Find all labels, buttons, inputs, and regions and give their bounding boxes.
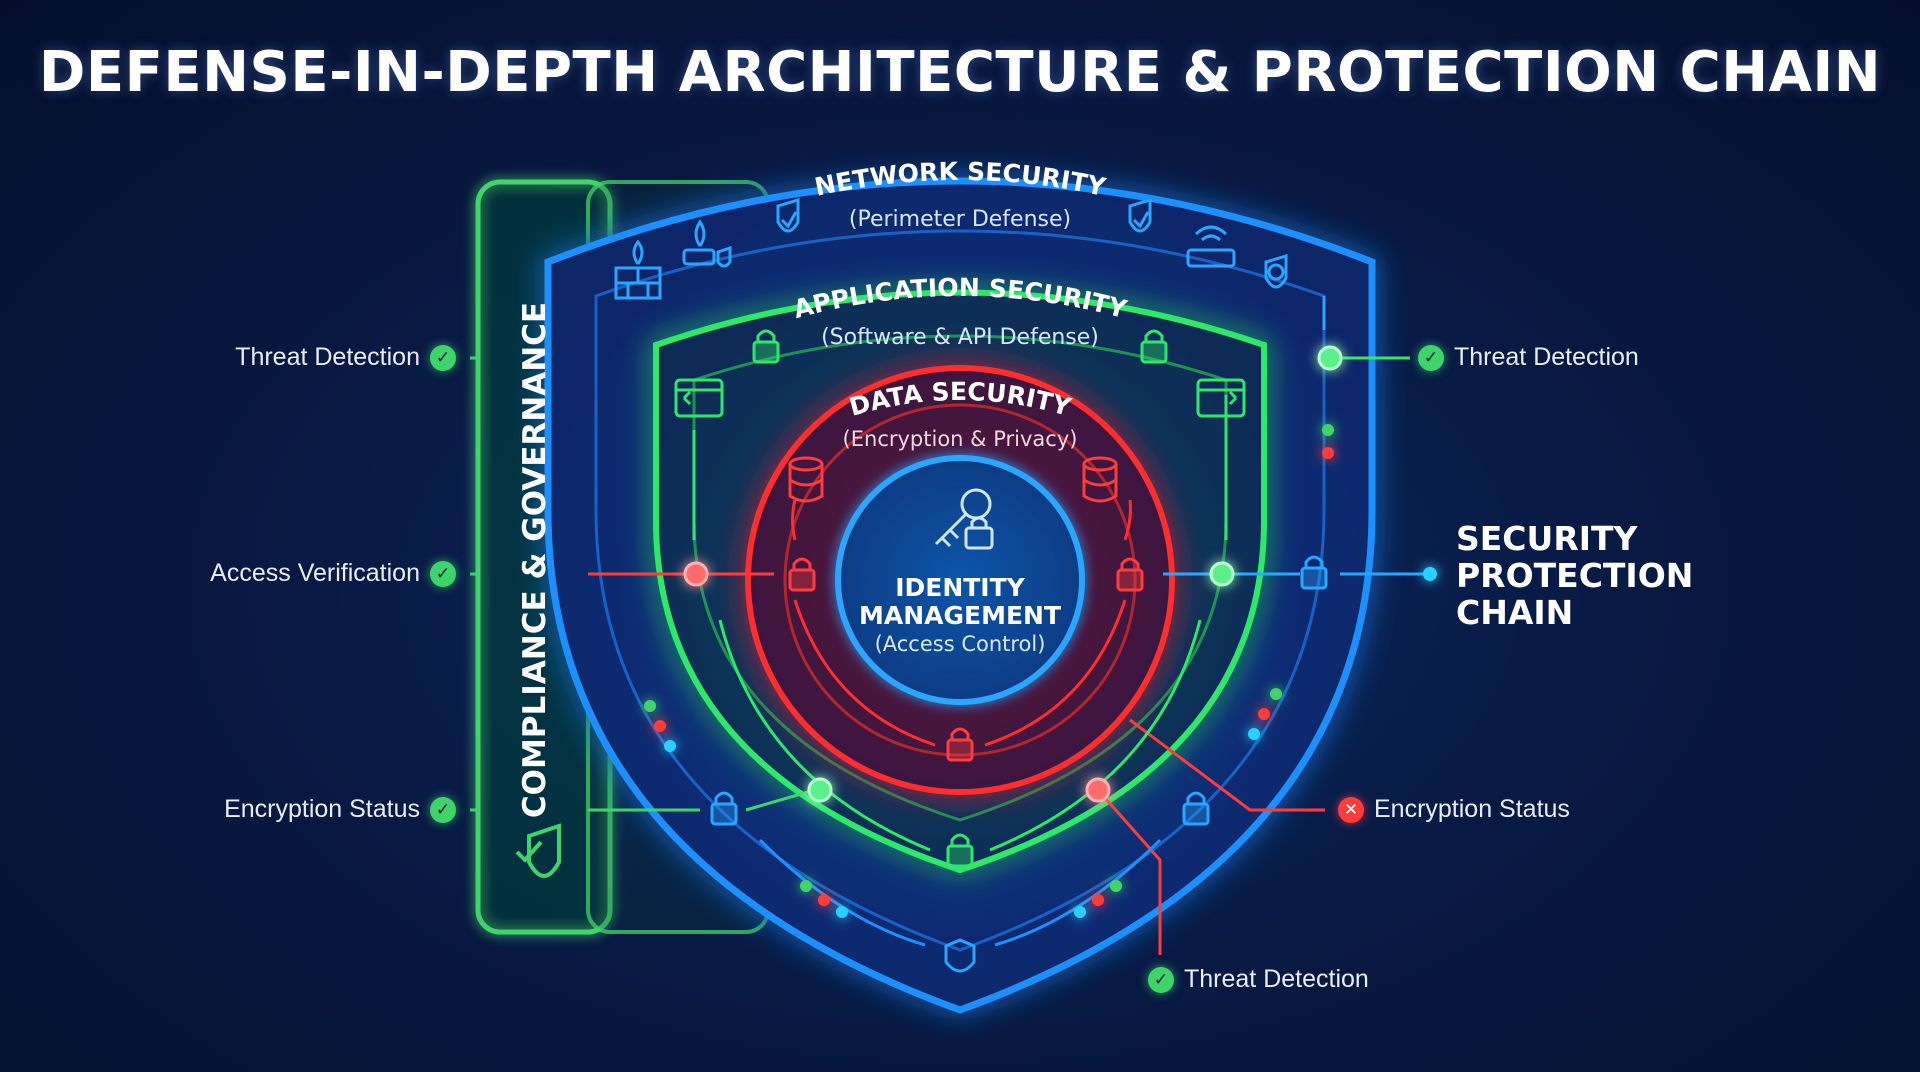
chain-dots (644, 345, 1437, 918)
globe-shield-icon (1264, 253, 1288, 289)
identity-subtitle: (Access Control) (875, 632, 1046, 656)
callout-label: Threat Detection (1454, 343, 1639, 371)
database-lock-icon (788, 456, 1118, 503)
left-callout-access-verification: Access Verification ✓ (210, 559, 456, 588)
wifi-router-icon (1186, 225, 1236, 268)
left-callout-encryption-status: Encryption Status ✓ (224, 795, 456, 824)
left-callout-threat-detection: Threat Detection ✓ (235, 343, 456, 372)
callout-label: Encryption Status (224, 795, 420, 823)
data-security-subtitle: (Encryption & Privacy) (843, 427, 1078, 451)
network-security-subtitle: (Perimeter Defense) (849, 207, 1071, 232)
chain-line-2: PROTECTION (1456, 556, 1694, 595)
page-title: DEFENSE-IN-DEPTH ARCHITECTURE & PROTECTI… (38, 40, 1882, 105)
compliance-shield-icon (515, 823, 561, 878)
code-window-icon (674, 378, 1246, 418)
right-callout-threat-detection: ✓ Threat Detection (1418, 343, 1639, 372)
flow-arrows (692, 296, 1326, 947)
identity-core (835, 455, 1085, 705)
firewall-icon (614, 239, 662, 300)
bottom-callout-threat-detection: ✓ Threat Detection (1148, 965, 1369, 994)
shield-check-icon (776, 197, 1152, 233)
callout-label: Encryption Status (1374, 795, 1570, 823)
identity-title-line2: MANAGEMENT (859, 601, 1061, 630)
chain-line-3: CHAIN (1456, 593, 1574, 632)
security-protection-chain-label: SECURITY PROTECTION CHAIN (1456, 520, 1693, 631)
check-icon: ✓ (430, 796, 456, 823)
chain-line-1: SECURITY (1456, 519, 1638, 558)
router-shield-icon (682, 219, 732, 268)
error-icon: ✕ (1338, 796, 1364, 823)
shield-icon (944, 938, 976, 973)
callout-label: Threat Detection (235, 343, 420, 371)
check-icon: ✓ (1148, 966, 1174, 993)
key-lock-icon (934, 488, 994, 550)
check-icon: ✓ (1418, 344, 1444, 371)
identity-title-line1: IDENTITY (895, 573, 1025, 602)
chain-connectors (470, 356, 1428, 955)
padlock-icon (710, 329, 1328, 868)
compliance-governance-label: COMPLIANCE & GOVERNANCE (517, 302, 553, 818)
callout-label: Threat Detection (1184, 965, 1369, 993)
callout-label: Access Verification (210, 559, 420, 587)
right-callout-encryption-status: ✕ Encryption Status (1338, 795, 1570, 824)
check-icon: ✓ (430, 344, 456, 371)
application-security-subtitle: (Software & API Defense) (821, 325, 1099, 350)
check-icon: ✓ (430, 560, 456, 587)
